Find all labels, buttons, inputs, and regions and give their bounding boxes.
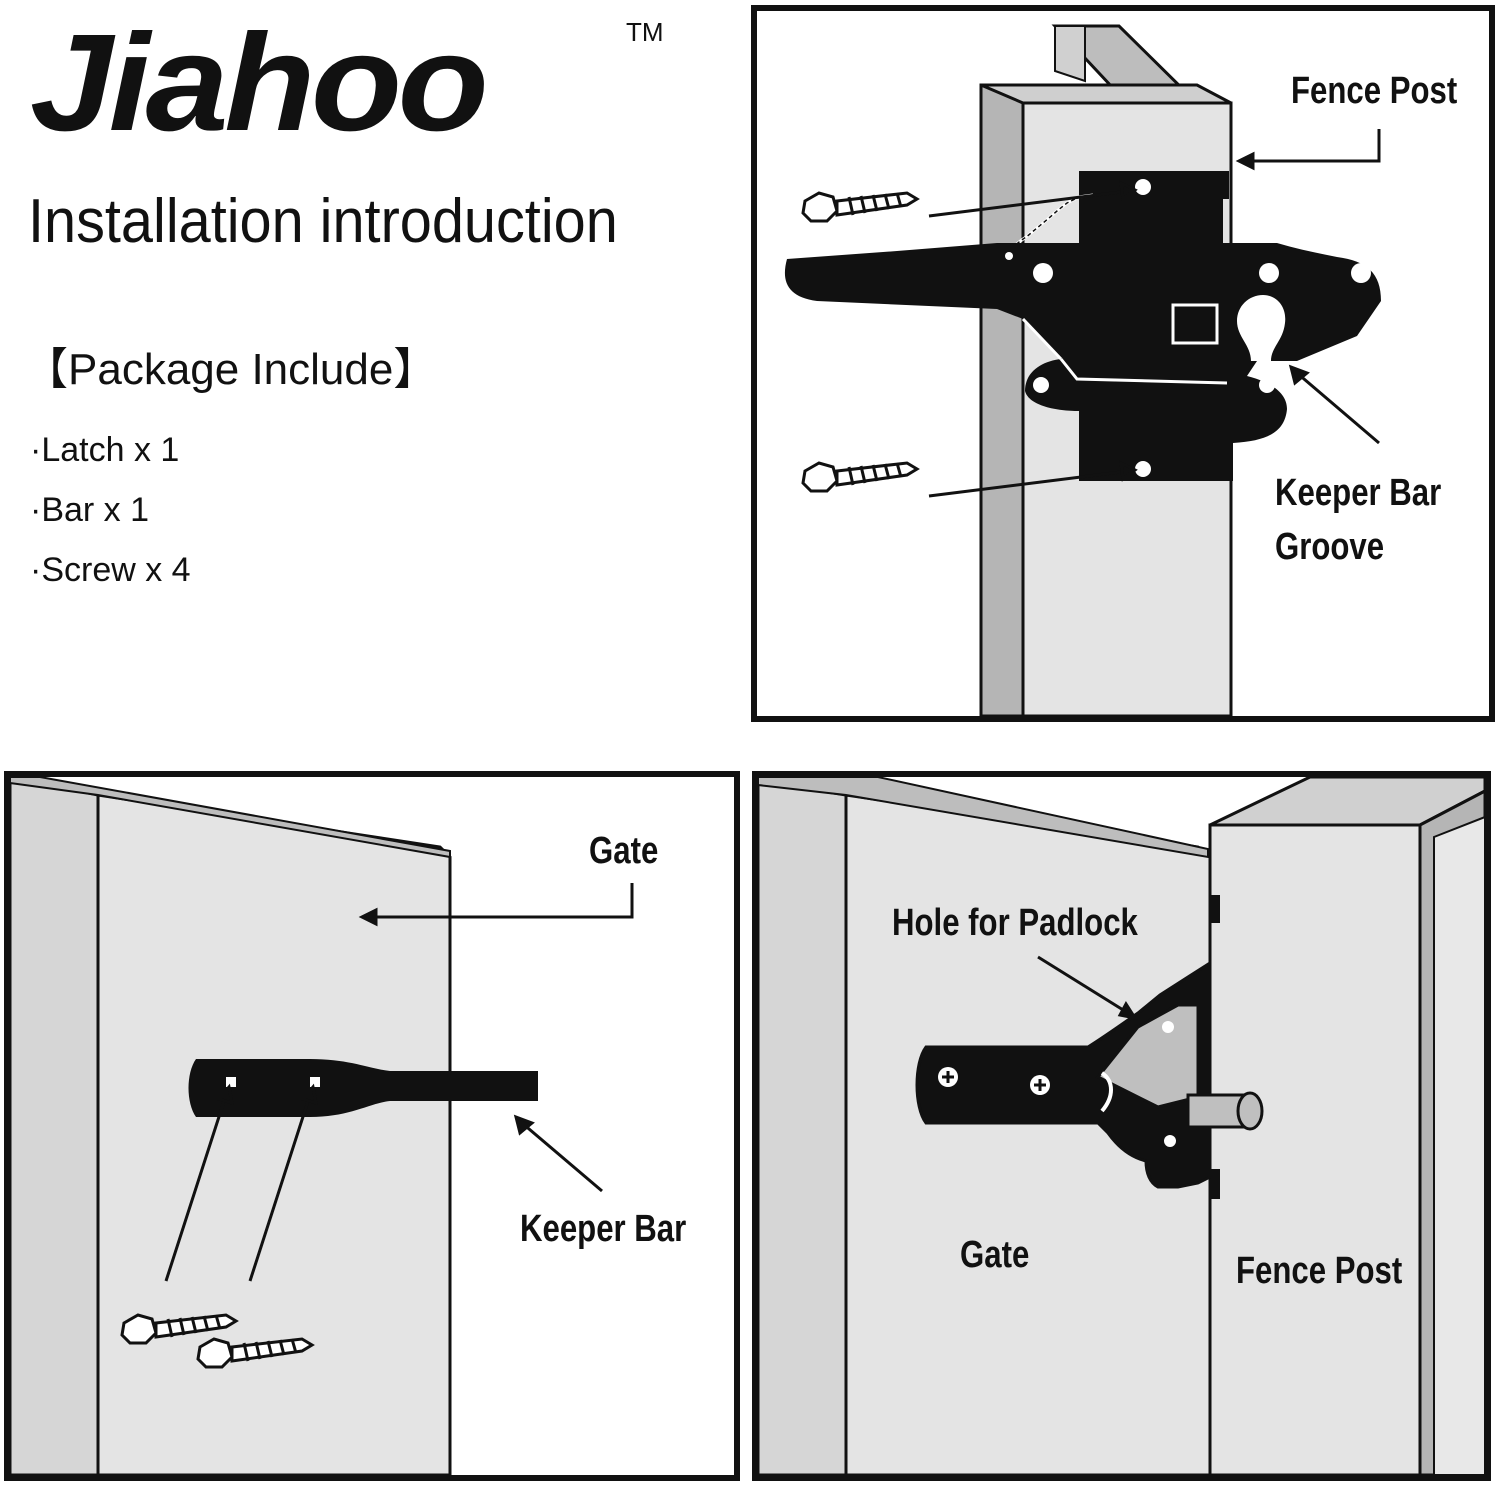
latch-body bbox=[784, 243, 1381, 481]
keeper-bar-panel: Gate Keeper Bar bbox=[4, 771, 740, 1481]
gate-front-face bbox=[96, 793, 452, 1475]
brand-logo: Jiahoo bbox=[30, 6, 489, 160]
keeper-bar-groove-label: Keeper Bar bbox=[1275, 472, 1442, 514]
padlock-hole-label: Hole for Padlock bbox=[892, 902, 1138, 944]
keeper-bar-groove-label-line2: Groove bbox=[1275, 526, 1385, 568]
assembled-latch-panel: Hole for Padlock Gate Fence Post bbox=[752, 771, 1491, 1481]
package-list: ·Latch x 1 ·Bar x 1 ·Screw x 4 bbox=[30, 420, 191, 600]
latch-upper-bracket bbox=[1079, 171, 1229, 246]
latch-diagram bbox=[784, 24, 1381, 716]
fence-post-label: Fence Post bbox=[1291, 70, 1458, 112]
post-side-face bbox=[979, 83, 1025, 716]
trademark-mark: TM bbox=[626, 17, 664, 47]
page-title: Installation introduction bbox=[28, 187, 618, 256]
gate-label: Gate bbox=[960, 1234, 1030, 1276]
package-item-latch: ·Latch x 1 bbox=[30, 431, 180, 469]
keeper-bar-diagram bbox=[10, 777, 634, 1475]
arrow-icon bbox=[928, 129, 1381, 498]
keeper-bar-shape bbox=[188, 1059, 538, 1117]
screw-icon bbox=[801, 461, 920, 493]
latch-installation-panel: Fence Post Keeper Bar Groove bbox=[751, 5, 1495, 722]
gate-side-face bbox=[758, 779, 848, 1475]
package-item-screw: ·Screw x 4 bbox=[30, 551, 191, 589]
screw-icon bbox=[801, 191, 920, 223]
gate-side-face bbox=[10, 777, 100, 1475]
screw-icon bbox=[120, 1313, 239, 1345]
gate-label: Gate bbox=[589, 830, 659, 872]
screw-icon bbox=[196, 1337, 315, 1369]
post-top-face bbox=[1209, 777, 1485, 827]
fence-post-label: Fence Post bbox=[1236, 1250, 1403, 1292]
package-item-bar: ·Bar x 1 bbox=[30, 491, 150, 529]
package-heading: 【Package Include】 bbox=[24, 345, 438, 394]
arrow-icon bbox=[1037, 955, 1139, 1021]
assembled-latch-diagram bbox=[758, 777, 1485, 1475]
keeper-bar-label: Keeper Bar bbox=[520, 1208, 687, 1250]
arrow-icon bbox=[164, 883, 634, 1282]
post-front-face bbox=[1208, 823, 1422, 1475]
